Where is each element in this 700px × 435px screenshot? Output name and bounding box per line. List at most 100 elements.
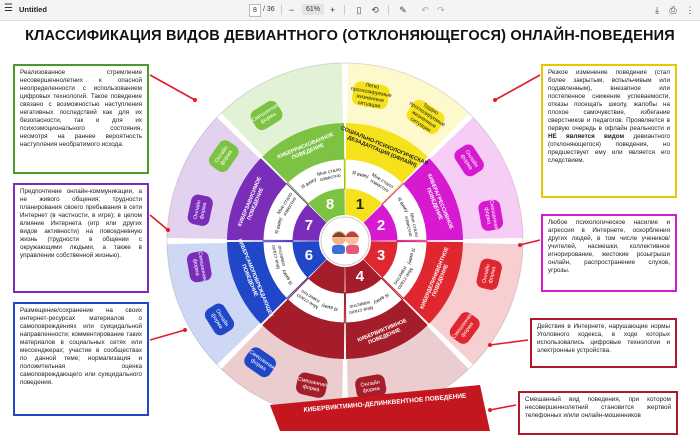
description-box-delinkventnoe: Действия в Интернете, нарушающие нормы У…	[530, 318, 677, 368]
description-box-agressivnoe: Любое психологическое насилие и агрессия…	[541, 214, 677, 292]
label-became-known-line: известно	[349, 299, 371, 310]
connector-arrow-head	[488, 343, 492, 347]
pdf-toolbar: ☰ Untitled 8 / 36 − 61% + ▯ ⟲ ✎ ↶ ↷ ⤓ ⎙ …	[0, 0, 700, 21]
sector-band-2	[403, 158, 463, 241]
bubble-online-form	[476, 258, 502, 290]
label-became-known-line: известно	[277, 245, 288, 267]
sector-number-8: 8	[326, 196, 334, 213]
description-box-samopovrezhdayushchee: Размещение/сохранение на своих интернет-…	[13, 302, 149, 416]
bubble-easy-situations-label-line: Легко	[365, 82, 380, 90]
connector-arrow	[489, 339, 529, 346]
label-became-known-line: Мне стало	[408, 213, 419, 238]
page-total: / 36	[263, 6, 275, 13]
sector-number-ring	[293, 204, 327, 241]
bubble-online-form-label-line: форма	[488, 266, 498, 284]
bubble-mixed-form-label-line: Смешанная	[196, 251, 207, 281]
bubble-online-form	[187, 194, 213, 226]
sector-number-3: 3	[377, 247, 385, 264]
connector-arrow	[149, 329, 186, 341]
sector-number-2: 2	[377, 217, 385, 234]
label-became-known-line: Мне стало	[348, 304, 373, 315]
connector-arrow-head	[166, 228, 170, 232]
description-box-zavisimoe: Предпочтение онлайн-коммуникации, а не ж…	[13, 183, 149, 293]
sector-band-5	[262, 299, 345, 359]
label-i-see: Я вижу	[320, 302, 338, 312]
sector-number-ring	[293, 241, 327, 278]
sector-number-7: 7	[305, 217, 313, 234]
menu-icon[interactable]: ☰	[4, 3, 13, 14]
bubble-mixed-form	[186, 251, 212, 283]
label-i-see: Я вижу	[351, 170, 369, 180]
divider	[281, 5, 282, 15]
sector-band-7	[227, 158, 287, 241]
child-body-icon	[332, 245, 345, 254]
bubble-online-form-label-line: форма	[362, 386, 380, 395]
fit-page-icon[interactable]: ▯	[356, 5, 362, 15]
label-i-see: Я вижу	[274, 216, 284, 234]
child-hair-icon	[332, 232, 346, 237]
more-options-icon[interactable]: ⋮	[685, 5, 695, 15]
sector-number-ring	[363, 241, 397, 278]
zoom-level[interactable]: 61%	[302, 4, 324, 15]
sector-band-1	[345, 123, 428, 183]
bubble-hard-situations	[406, 99, 445, 135]
undo-icon[interactable]: ↶	[421, 5, 429, 15]
connector-arrow-head	[488, 408, 492, 412]
connector-arrow	[494, 74, 541, 101]
sector-outer-band	[221, 63, 343, 157]
connector-arrow-head	[518, 243, 522, 247]
zoom-out-button[interactable]: −	[289, 5, 295, 15]
sector-band-3	[403, 241, 463, 324]
description-box-dezadaptatsiya: Резкое изменение поведения (стал более з…	[541, 64, 677, 198]
poster-title: КЛАССИФИКАЦИЯ ВИДОВ ДЕВИАНТНОГО (ОТКЛОНЯ…	[25, 28, 675, 44]
label-became-known-line: известно	[403, 216, 414, 238]
sector-number-ring	[308, 189, 345, 223]
description-box-riskovannoe: Реализованное стремление несовершеннолет…	[13, 64, 149, 174]
bubble-online-form	[204, 303, 235, 336]
bottom-banner	[270, 385, 490, 431]
zoom-in-button[interactable]: +	[330, 5, 336, 15]
sector-number-1: 1	[356, 196, 364, 213]
bubble-mixed-form	[478, 199, 504, 231]
sector-number-ring	[345, 259, 382, 293]
redo-icon[interactable]: ↷	[437, 5, 445, 15]
rotate-icon[interactable]: ⟲	[371, 5, 379, 15]
bubble-mixed-form	[296, 372, 328, 398]
connector-arrow	[149, 214, 169, 231]
bubble-mixed-form	[449, 312, 480, 344]
connector-arrow-head	[493, 98, 497, 102]
annotate-icon[interactable]: ✎	[399, 5, 407, 15]
sector-band-4	[345, 299, 428, 359]
child-hair-icon	[345, 231, 359, 237]
connector-arrow-head	[183, 328, 187, 332]
bubble-mixed-form	[244, 347, 276, 378]
connector-arrow	[489, 404, 517, 411]
bubble-online-form-label-line: Онлайн	[192, 199, 203, 219]
download-icon[interactable]: ⤓	[655, 5, 659, 15]
print-icon[interactable]: ⎙	[669, 5, 677, 15]
connector-arrow-head	[193, 98, 197, 102]
bubble-easy-situations-label-line: жизненные	[356, 93, 385, 104]
sector-number-ring	[363, 204, 397, 241]
bubble-online-form	[355, 374, 387, 400]
sector-number-4: 4	[356, 268, 365, 285]
connector-arrow	[149, 74, 196, 101]
sector-number-6: 6	[305, 247, 313, 264]
bubble-mixed-form	[250, 100, 283, 131]
bubble-mixed-form-label-line: форма	[483, 207, 492, 225]
page-number-input[interactable]: 8	[249, 4, 261, 17]
description-box-viktimno-delinkventnoe: Смешанный вид поведения, при котором нес…	[518, 391, 678, 435]
sector-band-6	[227, 241, 287, 324]
bubble-easy-situations-label-line: ситуации	[357, 100, 381, 110]
bubble-online-form-label-line: Онлайн	[360, 378, 380, 388]
divider	[344, 5, 345, 15]
document-title: Untitled	[19, 5, 47, 14]
label-became-known-line: известно	[320, 173, 342, 184]
